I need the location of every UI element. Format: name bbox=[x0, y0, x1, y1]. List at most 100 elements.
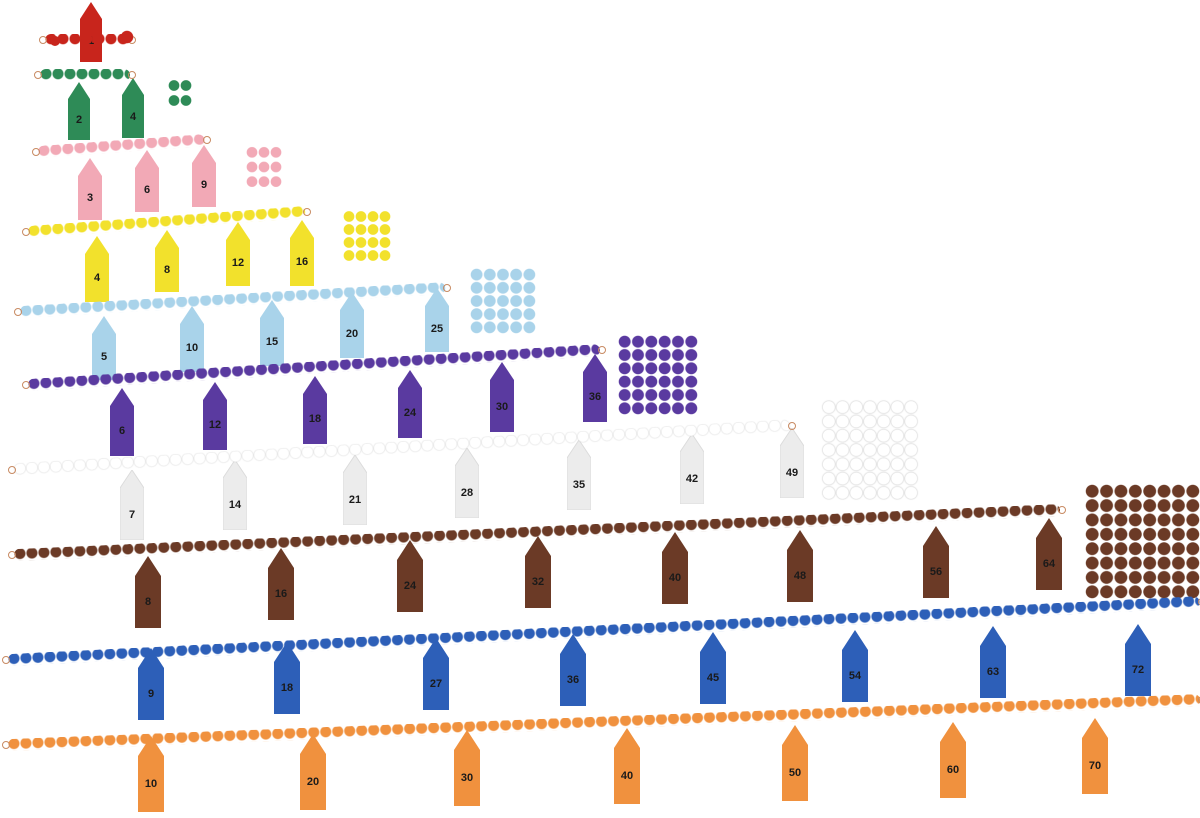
arrow-label-tag: 28 bbox=[455, 448, 479, 518]
arrow-shape-icon bbox=[680, 434, 704, 504]
arrow-shape-icon bbox=[290, 220, 314, 286]
arrow-number: 4 bbox=[93, 272, 101, 284]
arrow-shape-icon bbox=[525, 536, 551, 608]
bead-chain bbox=[7, 596, 1200, 666]
arrow-number: 12 bbox=[231, 257, 245, 269]
chain-end-ring bbox=[32, 148, 40, 156]
arrow-label-tag: 24 bbox=[398, 370, 422, 438]
arrow-number: 20 bbox=[345, 328, 359, 340]
chain-end-ring bbox=[203, 136, 211, 144]
arrow-label-tag: 63 bbox=[980, 626, 1006, 698]
unit-bead bbox=[122, 32, 132, 42]
arrow-label-tag: 30 bbox=[490, 362, 514, 432]
arrow-shape-icon bbox=[85, 236, 109, 302]
arrow-number: 16 bbox=[274, 588, 288, 600]
arrow-number: 48 bbox=[793, 570, 807, 582]
arrow-label-tag: 2 bbox=[68, 82, 90, 140]
arrow-shape-icon bbox=[1082, 718, 1108, 794]
arrow-shape-icon bbox=[583, 354, 607, 422]
arrow-label-tag: 36 bbox=[583, 354, 607, 422]
arrow-number: 8 bbox=[144, 596, 152, 608]
chain-end-ring bbox=[8, 551, 16, 559]
arrow-shape-icon bbox=[842, 630, 868, 702]
arrow-label-tag: 6 bbox=[110, 388, 134, 456]
arrow-number: 9 bbox=[200, 179, 208, 191]
chain-end-ring bbox=[22, 381, 30, 389]
arrow-label-tag: 40 bbox=[614, 728, 640, 804]
arrow-label-tag: 25 bbox=[425, 288, 449, 352]
arrow-number: 49 bbox=[785, 467, 799, 479]
chain-end-ring bbox=[128, 71, 136, 79]
arrow-label-tag: 14 bbox=[223, 460, 247, 530]
arrow-label-tag: 10 bbox=[138, 736, 164, 812]
arrow-number: 42 bbox=[685, 473, 699, 485]
arrow-label-tag: 35 bbox=[567, 440, 591, 510]
arrow-label-tag: 12 bbox=[203, 382, 227, 450]
arrow-number: 5 bbox=[100, 351, 108, 363]
arrow-label-tag: 40 bbox=[662, 532, 688, 604]
arrow-number: 70 bbox=[1088, 760, 1102, 772]
arrow-number: 4 bbox=[129, 111, 137, 123]
chain-end-ring bbox=[22, 228, 30, 236]
arrow-number: 24 bbox=[403, 580, 417, 592]
arrow-shape-icon bbox=[782, 725, 808, 801]
bead-square bbox=[618, 335, 698, 415]
arrow-label-tag: 15 bbox=[260, 300, 284, 366]
arrow-label-tag: 42 bbox=[680, 434, 704, 504]
arrow-number: 7 bbox=[128, 509, 136, 521]
arrow-number: 20 bbox=[306, 776, 320, 788]
arrow-shape-icon bbox=[122, 78, 144, 138]
chain-end-ring bbox=[34, 71, 42, 79]
arrow-number: 60 bbox=[946, 764, 960, 776]
arrow-number: 25 bbox=[430, 323, 444, 335]
arrow-shape-icon bbox=[80, 2, 102, 62]
arrow-number: 2 bbox=[75, 114, 83, 126]
arrow-shape-icon bbox=[454, 730, 480, 806]
arrow-shape-icon bbox=[203, 382, 227, 450]
arrow-label-tag: 56 bbox=[923, 526, 949, 598]
arrow-shape-icon bbox=[138, 648, 164, 720]
arrow-number: 36 bbox=[566, 674, 580, 686]
arrow-number: 6 bbox=[143, 184, 151, 196]
arrow-shape-icon bbox=[425, 288, 449, 352]
arrow-label-tag: 72 bbox=[1125, 624, 1151, 696]
bead-strand bbox=[19, 282, 446, 318]
arrow-label-tag: 45 bbox=[700, 632, 726, 704]
arrow-label-tag: 32 bbox=[525, 536, 551, 608]
arrow-number: 40 bbox=[620, 770, 634, 782]
arrow-number: 12 bbox=[208, 419, 222, 431]
arrow-number: 30 bbox=[495, 401, 509, 413]
arrow-label-tag: 6 bbox=[135, 150, 159, 212]
chain-end-ring bbox=[598, 346, 606, 354]
arrow-label-tag: 10 bbox=[180, 306, 204, 372]
arrow-number: 28 bbox=[460, 487, 474, 499]
bead-strand bbox=[7, 596, 1200, 666]
arrow-number: 15 bbox=[265, 336, 279, 348]
arrow-number: 6 bbox=[118, 425, 126, 437]
arrow-shape-icon bbox=[343, 455, 367, 525]
arrow-shape-icon bbox=[260, 300, 284, 366]
arrow-label-tag: 64 bbox=[1036, 518, 1062, 590]
arrow-shape-icon bbox=[1125, 624, 1151, 696]
arrow-label-tag: 12 bbox=[226, 222, 250, 286]
arrow-number: 50 bbox=[788, 767, 802, 779]
arrow-label-tag: 7 bbox=[120, 470, 144, 540]
arrow-number: 27 bbox=[429, 678, 443, 690]
arrow-number: 63 bbox=[986, 666, 1000, 678]
arrow-shape-icon bbox=[490, 362, 514, 432]
arrow-shape-icon bbox=[340, 292, 364, 358]
bead-square bbox=[470, 268, 536, 334]
arrow-label-tag: 20 bbox=[340, 292, 364, 358]
arrow-shape-icon bbox=[700, 632, 726, 704]
arrow-number: 45 bbox=[706, 672, 720, 684]
arrow-shape-icon bbox=[397, 540, 423, 612]
arrow-label-tag: 36 bbox=[560, 634, 586, 706]
chain-end-ring bbox=[443, 284, 451, 292]
arrow-shape-icon bbox=[300, 734, 326, 810]
arrow-shape-icon bbox=[68, 82, 90, 140]
arrow-number: 35 bbox=[572, 479, 586, 491]
arrow-label-tag: 1 bbox=[80, 2, 102, 62]
arrow-number: 18 bbox=[308, 413, 322, 425]
unit-bead bbox=[50, 36, 60, 46]
arrow-shape-icon bbox=[398, 370, 422, 438]
